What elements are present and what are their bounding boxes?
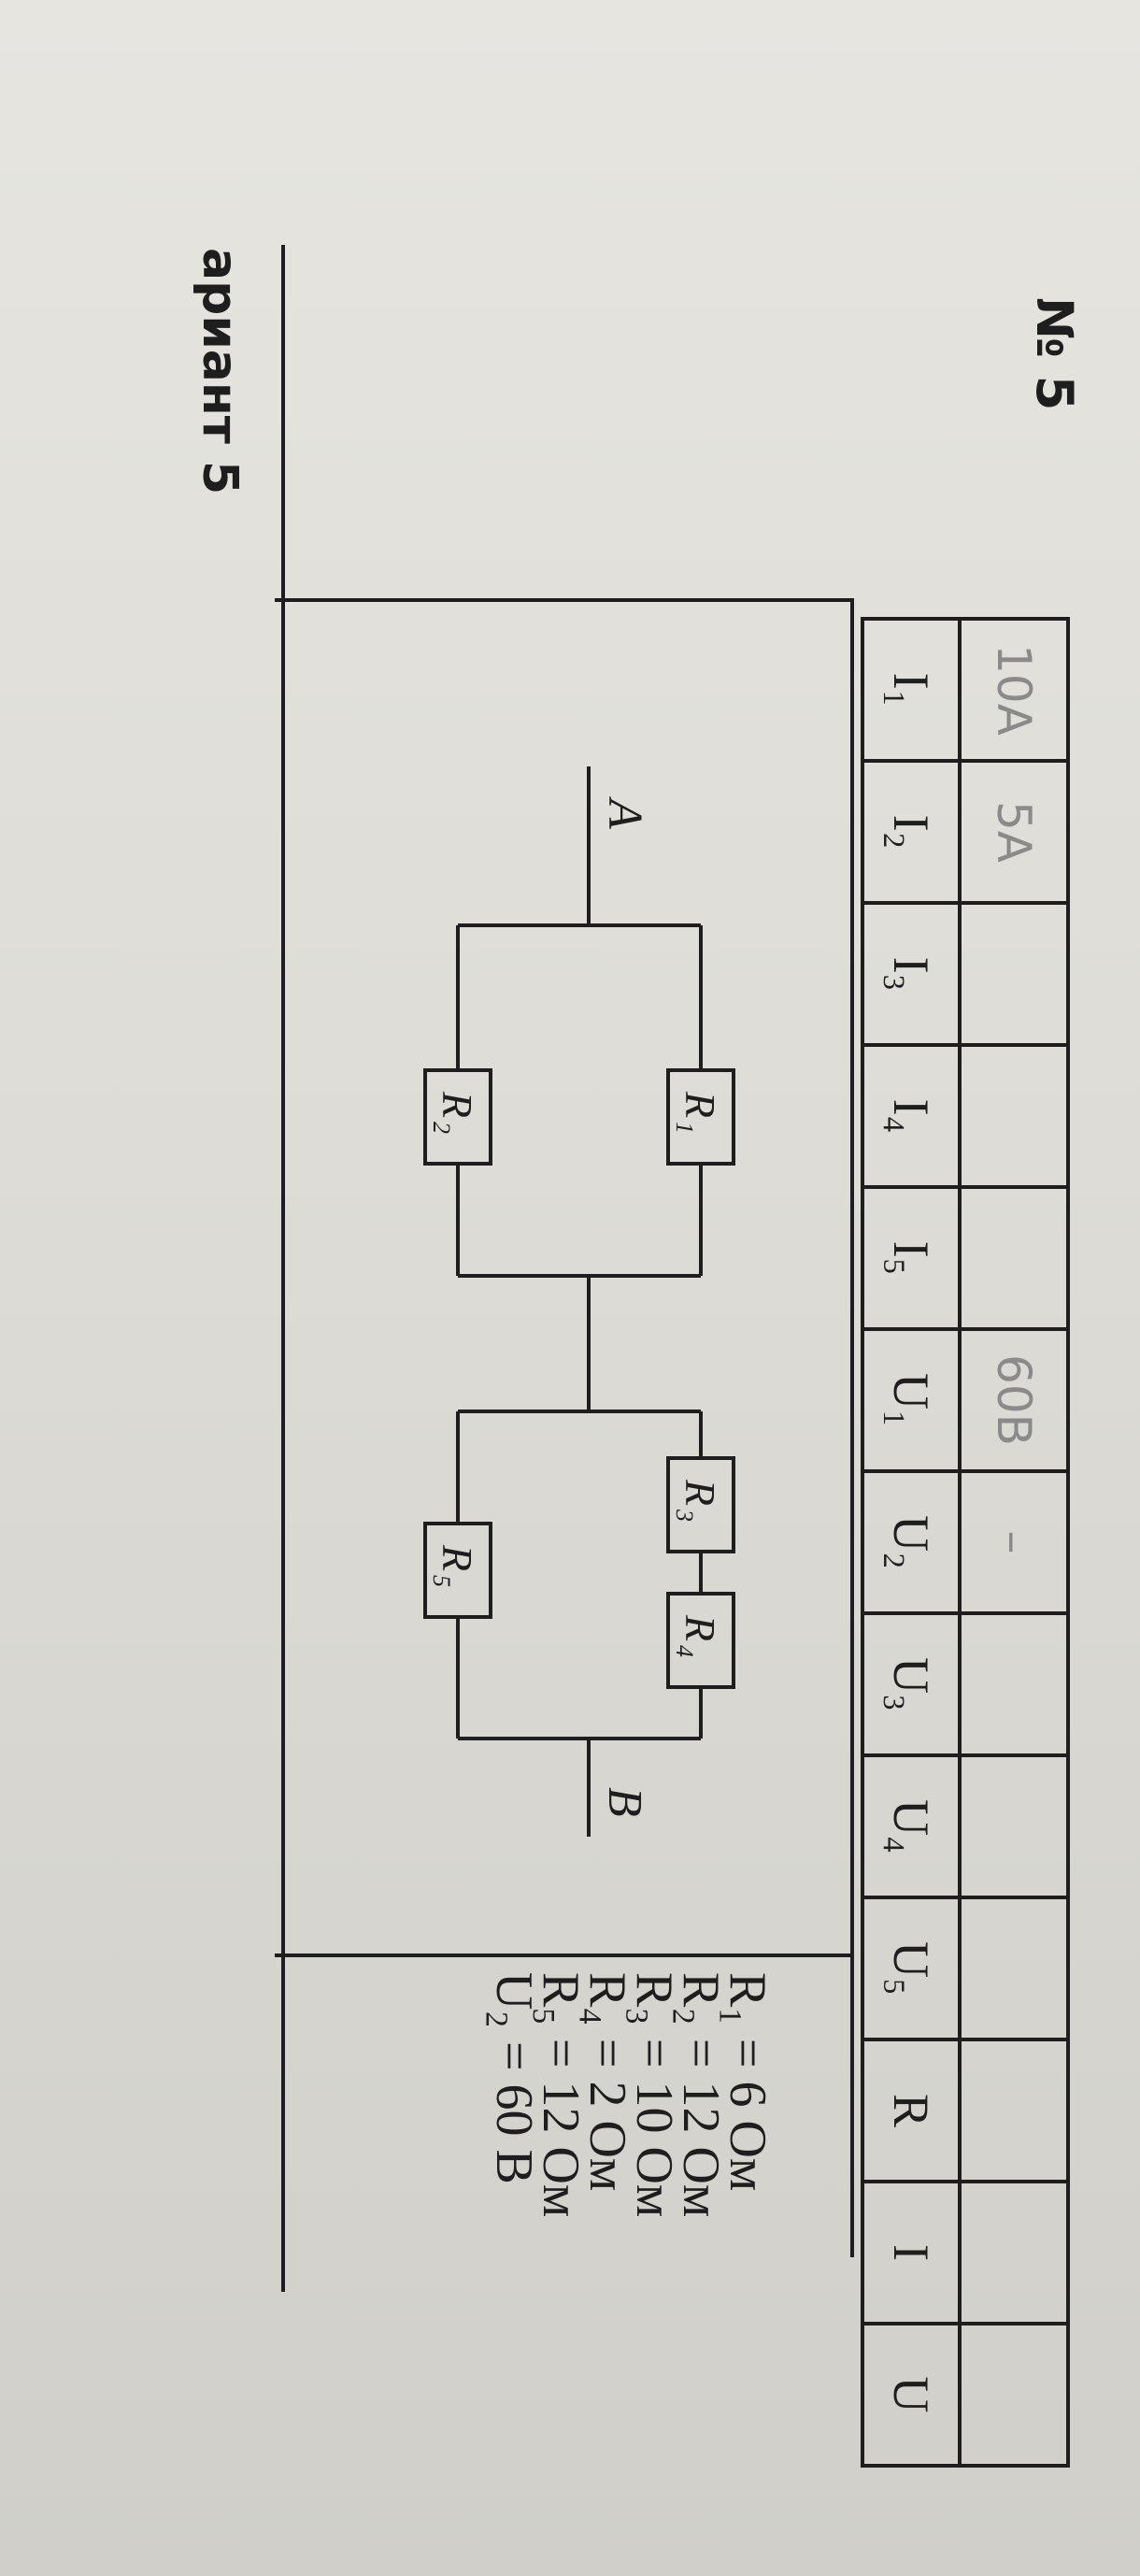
answer-value-i1: 10A xyxy=(987,644,1041,736)
header-cell-i4: I₄ xyxy=(861,1043,962,1189)
header-label-u3: U₃ xyxy=(883,1657,939,1711)
resistor-r1-index: 1 xyxy=(671,1122,698,1134)
given-values: R₁ = 6 Ом R₂ = 12 Ом R₃ = 10 Ом R₄ = 2 О… xyxy=(485,1972,777,2218)
answer-cell-u[interactable] xyxy=(958,2322,1070,2468)
task-number: № 5 xyxy=(1025,297,1084,411)
header-cell-u3: U₃ xyxy=(861,1611,962,1757)
answer-cell-i3[interactable] xyxy=(958,901,1070,1047)
given-u2: U₂ = 60 В xyxy=(485,1972,543,2184)
header-cell-i2: I₂ xyxy=(861,759,962,905)
answer-cell-i[interactable] xyxy=(958,2180,1070,2326)
given-r2: R₂ = 12 Ом xyxy=(672,1972,730,2218)
box-divider-left xyxy=(275,598,854,602)
terminal-a-label: A xyxy=(598,796,651,829)
header-label-i3: I₃ xyxy=(883,956,939,992)
header-label-i2: I₂ xyxy=(883,814,939,850)
resistor-r4-index: 4 xyxy=(671,1645,698,1657)
header-cell-u4: U₄ xyxy=(861,1753,962,1899)
answer-cell-u3[interactable] xyxy=(958,1611,1070,1757)
header-label-u5: U₅ xyxy=(883,1941,939,1996)
resistor-r4-body xyxy=(666,1592,735,1689)
given-r3: R₃ = 10 Ом xyxy=(625,1972,683,2218)
header-cell-i3: I₃ xyxy=(861,901,962,1047)
header-label-u1: U₁ xyxy=(883,1373,939,1427)
answer-cell-u4[interactable] xyxy=(958,1753,1070,1899)
resistor-r1-letter: R xyxy=(677,1091,724,1118)
header-cell-i: I xyxy=(861,2180,962,2326)
answer-cell-i2[interactable]: 5A xyxy=(958,759,1070,905)
answer-value-u2: – xyxy=(987,1530,1041,1554)
resistor-r2-body xyxy=(423,1068,492,1166)
terminal-b-label: B xyxy=(598,1787,651,1817)
header-label-i1: I₁ xyxy=(883,672,939,708)
box-divider-right xyxy=(275,1953,854,1957)
answer-cell-u2[interactable]: – xyxy=(958,1469,1070,1615)
answer-cell-i5[interactable] xyxy=(958,1185,1070,1331)
resistor-r5-index: 5 xyxy=(428,1575,455,1587)
header-label-u2: U₂ xyxy=(883,1515,939,1569)
resistor-r2-letter: R xyxy=(434,1091,481,1118)
answer-cell-i4[interactable] xyxy=(958,1043,1070,1189)
header-cell-i1: I₁ xyxy=(861,617,962,763)
header-rule xyxy=(281,245,285,2292)
resistor-r5-body xyxy=(423,1522,492,1619)
answer-value-u1: 60B xyxy=(987,1354,1041,1446)
header-cell-u2: U₂ xyxy=(861,1469,962,1615)
header-cell-u1: U₁ xyxy=(861,1327,962,1473)
resistor-r2-index: 2 xyxy=(428,1122,455,1134)
header-cell-u: U xyxy=(861,2322,962,2468)
header-cell-r: R xyxy=(861,2038,962,2183)
answer-cell-i1[interactable]: 10A xyxy=(958,617,1070,763)
resistor-r4-letter: R xyxy=(677,1614,724,1641)
header-label-i5: I₅ xyxy=(883,1240,939,1276)
header-label-r: R xyxy=(883,2093,939,2128)
resistor-r5-letter: R xyxy=(434,1544,481,1571)
header-cell-u5: U₅ xyxy=(861,1896,962,2041)
answer-cell-u5[interactable] xyxy=(958,1896,1070,2041)
variant-title: ариант 5 xyxy=(192,248,248,495)
given-r4: R₄ = 2 Ом xyxy=(578,1972,636,2192)
resistor-r1-body xyxy=(666,1068,735,1166)
resistor-r3-letter: R xyxy=(677,1479,724,1506)
answer-value-i2: 5A xyxy=(987,800,1041,863)
header-label-i4: I₄ xyxy=(883,1098,939,1134)
header-label-u: U xyxy=(883,2376,939,2413)
resistor-r3-index: 3 xyxy=(671,1509,698,1522)
given-r5: R₅ = 12 Ом xyxy=(532,1972,590,2218)
circuit-diagram: A B R 1 R 2 R 3 R 4 R 5 xyxy=(423,766,735,1837)
given-r1: R₁ = 6 Ом xyxy=(719,1972,777,2192)
header-cell-i5: I₅ xyxy=(861,1185,962,1331)
answer-cell-r[interactable] xyxy=(958,2038,1070,2183)
header-label-u4: U₄ xyxy=(883,1799,939,1853)
resistor-r3-body xyxy=(666,1456,735,1553)
answer-cell-u1[interactable]: 60B xyxy=(958,1327,1070,1473)
header-label-i: I xyxy=(883,2244,939,2261)
box-rule-inner xyxy=(850,598,854,2257)
